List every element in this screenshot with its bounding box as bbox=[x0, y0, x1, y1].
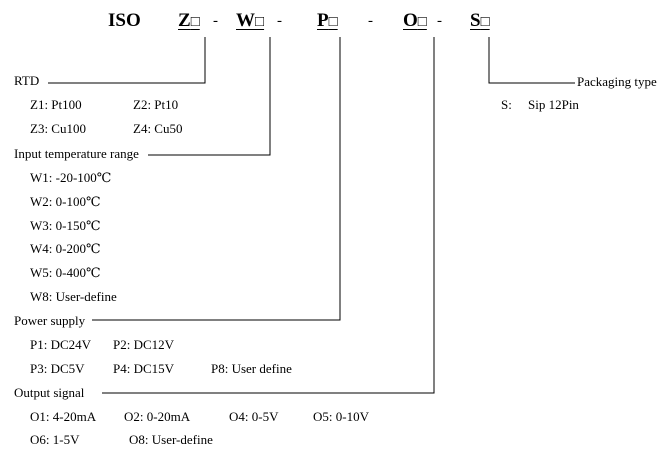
code-p: P□ bbox=[317, 10, 338, 31]
power-title: Power supply bbox=[14, 313, 86, 328]
input-range-option: W3: 0-150℃ bbox=[30, 218, 101, 233]
rtd-option: Z1: Pt100 bbox=[30, 97, 82, 112]
packaging-connector bbox=[488, 37, 575, 84]
dash-4: - bbox=[437, 13, 442, 29]
input-range-option: W8: User-define bbox=[30, 289, 117, 304]
dash-2: - bbox=[277, 13, 282, 29]
output-option: O2: 0-20mA bbox=[124, 409, 191, 424]
code-w: W□ bbox=[236, 10, 265, 31]
power-option: P8: User define bbox=[211, 361, 292, 376]
input-range-option: W5: 0-400℃ bbox=[30, 265, 101, 280]
output-option: O1: 4-20mA bbox=[30, 409, 97, 424]
power-option: P1: DC24V bbox=[30, 337, 92, 352]
output-option: O8: User-define bbox=[129, 432, 213, 447]
output-connector bbox=[102, 37, 435, 394]
power-option: P2: DC12V bbox=[113, 337, 175, 352]
code-o: O□ bbox=[403, 10, 427, 31]
output-option: O6: 1-5V bbox=[30, 432, 80, 447]
packaging-title: Packaging type bbox=[577, 74, 657, 89]
model-prefix: ISO bbox=[108, 10, 141, 31]
rtd-connector bbox=[48, 37, 206, 84]
rtd-title: RTD bbox=[14, 73, 40, 88]
output-option: O4: 0-5V bbox=[229, 409, 279, 424]
code-s: S□ bbox=[470, 10, 490, 31]
packaging-value: Sip 12Pin bbox=[528, 97, 579, 112]
output-option: O5: 0-10V bbox=[313, 409, 369, 424]
input-range-connector bbox=[148, 37, 271, 156]
rtd-option: Z2: Pt10 bbox=[133, 97, 179, 112]
rtd-option: Z3: Cu100 bbox=[30, 121, 86, 136]
input-range-option: W1: -20-100℃ bbox=[30, 170, 112, 185]
power-option: P3: DC5V bbox=[30, 361, 85, 376]
power-connector bbox=[92, 37, 341, 321]
input-range-option: W4: 0-200℃ bbox=[30, 241, 101, 256]
power-option: P4: DC15V bbox=[113, 361, 175, 376]
code-z: Z□ bbox=[178, 10, 200, 31]
output-title: Output signal bbox=[14, 385, 85, 400]
input-range-title: Input temperature range bbox=[14, 146, 139, 161]
dash-3: - bbox=[368, 13, 373, 29]
input-range-option: W2: 0-100℃ bbox=[30, 194, 101, 209]
rtd-option: Z4: Cu50 bbox=[133, 121, 183, 136]
dash-1: - bbox=[213, 13, 218, 29]
packaging-code: S: bbox=[501, 97, 512, 112]
